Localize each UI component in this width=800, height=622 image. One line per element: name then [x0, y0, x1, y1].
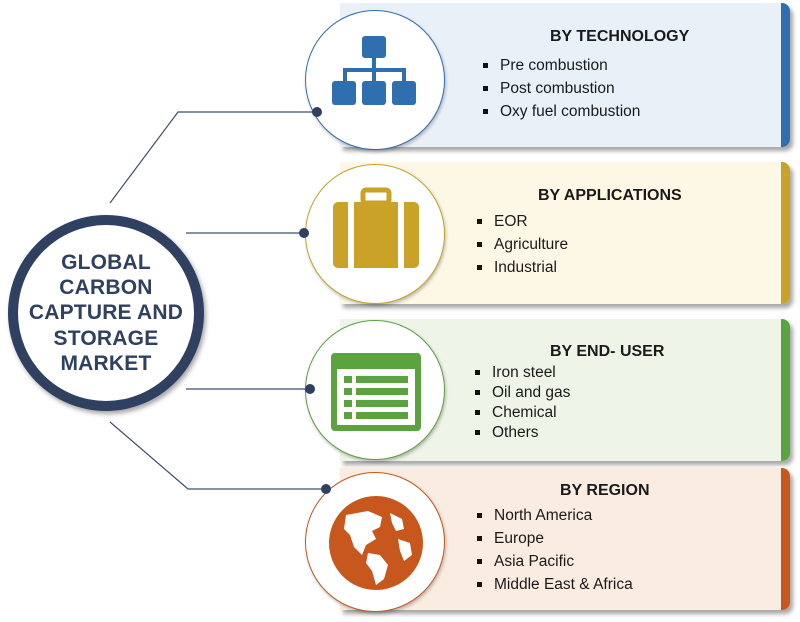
icon-circle-technology	[305, 10, 445, 150]
connector-dot	[312, 107, 322, 117]
list-item: Oxy fuel combustion	[480, 100, 640, 123]
segment-title: BY REGION	[560, 482, 650, 499]
connector-dot	[321, 484, 331, 494]
segment-item-list: North America Europe Asia Pacific Middle…	[474, 504, 633, 596]
icon-circle-region	[305, 472, 445, 612]
panel-accent-bar	[781, 319, 790, 461]
list-item: Oil and gas	[472, 383, 570, 403]
segment-title: BY APPLICATIONS	[538, 187, 682, 204]
center-title: GLOBAL CARBON CAPTURE AND STORAGE MARKET	[28, 251, 184, 375]
list-item: Middle East & Africa	[474, 573, 633, 596]
list-window-icon	[331, 353, 421, 431]
list-item: Industrial	[474, 256, 568, 279]
center-circle-inner: GLOBAL CARBON CAPTURE AND STORAGE MARKET	[18, 225, 194, 401]
list-item: Pre combustion	[480, 54, 640, 77]
globe-icon	[329, 496, 423, 590]
list-item: Europe	[474, 527, 633, 550]
panel-accent-bar	[781, 162, 790, 304]
icon-circle-end-user	[305, 320, 445, 460]
panel-accent-bar	[781, 3, 790, 147]
list-item: North America	[474, 504, 633, 527]
segment-title: BY END- USER	[550, 343, 665, 360]
segment-item-list: Iron steel Oil and gas Chemical Others	[472, 363, 570, 443]
segment-title: BY TECHNOLOGY	[550, 28, 690, 45]
list-item: Agriculture	[474, 233, 568, 256]
hierarchy-icon	[332, 36, 416, 105]
list-item: EOR	[474, 210, 568, 233]
list-item: Post combustion	[480, 77, 640, 100]
icon-circle-applications	[305, 164, 445, 304]
segment-item-list: Pre combustion Post combustion Oxy fuel …	[480, 54, 640, 123]
connector-dot	[299, 228, 309, 238]
center-circle: GLOBAL CARBON CAPTURE AND STORAGE MARKET	[8, 215, 204, 411]
list-item: Asia Pacific	[474, 550, 633, 573]
briefcase-icon	[333, 187, 419, 268]
connector-dot	[305, 384, 315, 394]
list-item: Others	[472, 423, 570, 443]
segment-item-list: EOR Agriculture Industrial	[474, 210, 568, 279]
panel-accent-bar	[781, 468, 790, 610]
list-item: Chemical	[472, 403, 570, 423]
list-item: Iron steel	[472, 363, 570, 383]
